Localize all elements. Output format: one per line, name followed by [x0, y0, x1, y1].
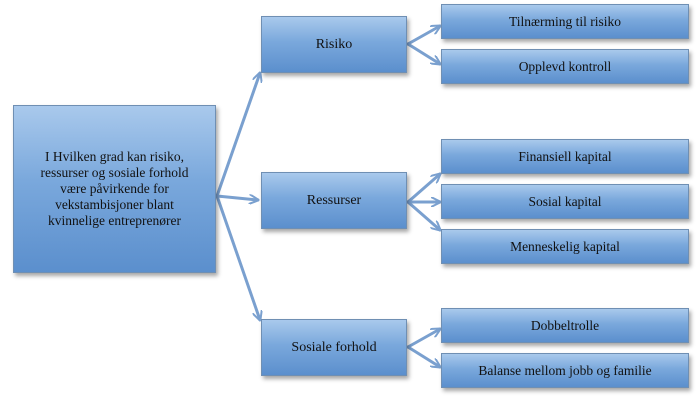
leaf-box-menneskelig-kapital: Menneskelig kapital — [441, 229, 689, 264]
category-label: Ressurser — [306, 192, 362, 208]
category-box-sosiale-forhold: Sosiale forhold — [261, 319, 407, 376]
leaf-label: Sosial kapital — [528, 193, 602, 209]
leaf-label: Dobbeltrolle — [530, 317, 600, 333]
leaf-label: Tilnærming til risiko — [508, 13, 622, 29]
leaf-label: Finansiell kapital — [518, 148, 612, 164]
category-label: Risiko — [315, 36, 353, 52]
leaf-box-finansiell-kapital: Finansiell kapital — [441, 139, 689, 174]
root-question-text: I Hvilken grad kan risiko, ressurser og … — [40, 149, 188, 229]
category-box-risiko: Risiko — [261, 16, 407, 73]
leaf-box-opplevd-kontroll: Opplevd kontroll — [441, 49, 689, 84]
leaf-label: Balanse mellom jobb og familie — [478, 362, 652, 378]
root-question-line: kvinnelige entreprenører — [47, 213, 182, 228]
category-label: Sosiale forhold — [291, 339, 377, 355]
leaf-box-tilnaerming-til-risiko: Tilnærming til risiko — [441, 4, 689, 39]
connector-root-risiko — [215, 73, 260, 198]
leaf-box-balanse-mellom-jobb-og-familie: Balanse mellom jobb og familie — [441, 353, 689, 388]
leaf-box-dobbeltrolle: Dobbeltrolle — [441, 308, 689, 343]
leaf-box-sosial-kapital: Sosial kapital — [441, 184, 689, 219]
root-question-line: ressurser og sosiale forhold — [40, 165, 189, 180]
root-question-box: I Hvilken grad kan risiko, ressurser og … — [13, 105, 216, 273]
connector-risiko-leaf-1 — [406, 42, 440, 64]
connector-root-ressurser — [215, 196, 260, 200]
connector-sosiale-leaf-5 — [406, 329, 440, 349]
connector-ressurser-leaf-2 — [406, 174, 440, 204]
connector-sosiale-leaf-6 — [406, 345, 440, 367]
leaf-label: Opplevd kontroll — [518, 58, 612, 74]
connector-root-sosiale — [215, 194, 260, 320]
root-question-line: vekstambisjoner blant — [55, 197, 174, 212]
root-question-line: I Hvilken grad kan risiko, — [44, 149, 185, 164]
leaf-label: Menneskelig kapital — [510, 238, 620, 254]
root-question-line: være påvirkende for — [60, 181, 169, 196]
category-box-ressurser: Ressurser — [261, 172, 407, 229]
connector-ressurser-leaf-4 — [406, 200, 440, 230]
connector-risiko-leaf-0 — [406, 26, 440, 46]
